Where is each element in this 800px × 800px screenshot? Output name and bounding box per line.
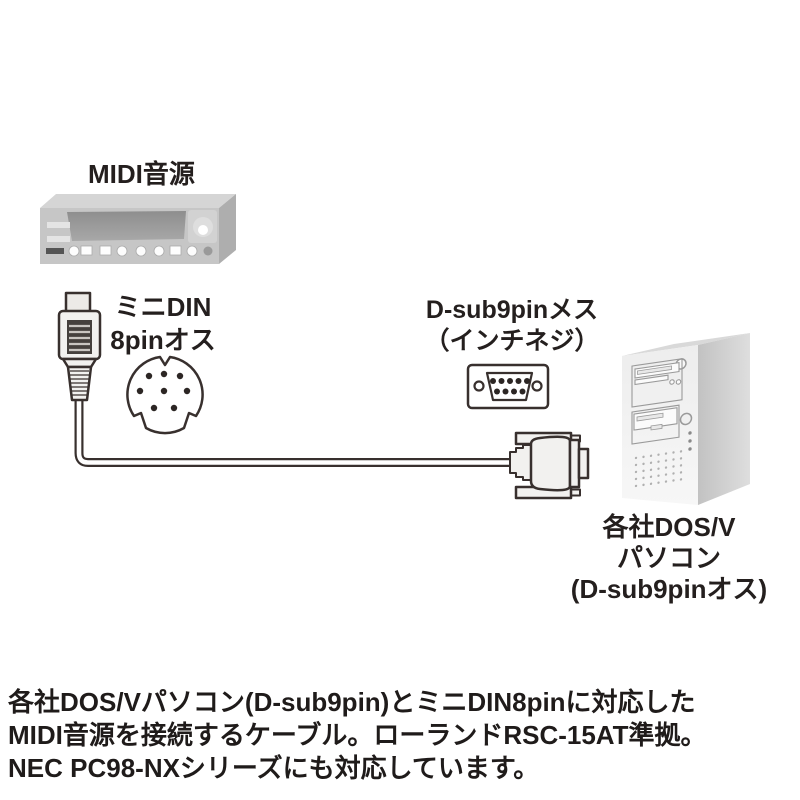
cable-assembly-illustration <box>57 291 590 500</box>
cd-drive-slot <box>637 365 672 375</box>
pc-label-line3: (D-sub9pinオス) <box>570 574 768 604</box>
tower-side-face <box>698 333 750 505</box>
cd-button <box>675 379 682 385</box>
minidin-label-line2: 8pinオス <box>110 325 216 355</box>
mini-din-8pin-face-diagram <box>126 355 204 435</box>
description-line2: MIDI音源を接続するケーブル。ローランドRSC-15AT準拠。 <box>8 720 707 750</box>
cd-tray <box>634 374 669 386</box>
minidin-connector-label: ミニDIN 8pinオス <box>93 291 233 357</box>
tower-pc-illustration <box>622 333 750 505</box>
power-button <box>679 412 693 426</box>
cd-button <box>669 379 675 385</box>
minidin-label-line1: ミニDIN <box>114 292 212 322</box>
dsub-label-line1: D-sub9pinメス <box>425 296 599 324</box>
front-button-row <box>46 245 213 257</box>
device-side-face <box>219 194 236 264</box>
mini-din-pins <box>136 370 191 412</box>
device-top-face <box>40 194 236 208</box>
drive-bay-upper <box>631 358 683 408</box>
cable-line <box>74 398 512 467</box>
vent-slot <box>47 222 70 228</box>
dsub-screw-hole <box>531 380 543 392</box>
volume-knob-center <box>198 225 208 235</box>
dsub-plug-side-illustration <box>509 431 590 500</box>
status-leds <box>688 431 692 451</box>
dsub-screw-hole <box>473 380 485 392</box>
product-description: 各社DOS/Vパソコン(D-sub9pin)とミニDIN8pinに対応した MI… <box>8 686 798 785</box>
dsub-connector-label: D-sub9pinメス （インチネジ） <box>397 295 627 357</box>
description-line1: 各社DOS/Vパソコン(D-sub9pin)とミニDIN8pinに対応した <box>8 687 696 717</box>
dsub-shell <box>485 371 534 402</box>
pc-label-line1: 各社DOS/V <box>602 512 736 542</box>
vent-slot <box>47 236 70 242</box>
floppy-slot <box>636 412 664 422</box>
pc-label-line2: パソコン <box>616 543 721 573</box>
vent-holes <box>634 450 683 488</box>
midi-source-label: MIDI音源 <box>88 159 195 189</box>
mini-din-face-outline <box>126 355 204 435</box>
pc-label: 各社DOS/V パソコン (D-sub9pinオス) <box>549 512 789 605</box>
floppy-eject-button <box>650 423 663 431</box>
drive-bay-lower <box>631 404 680 445</box>
dsub-pins <box>490 378 530 395</box>
dsub-9pin-face-diagram <box>466 363 550 410</box>
dsub-label-line2: （インチネジ） <box>424 327 600 355</box>
mini-din-plug-illustration <box>57 291 102 402</box>
description-line3: NEC PC98-NXシリーズにも対応しています。 <box>8 753 540 783</box>
device-display <box>67 211 186 241</box>
tower-top-face <box>622 333 750 356</box>
midi-sound-module-illustration <box>40 194 236 264</box>
